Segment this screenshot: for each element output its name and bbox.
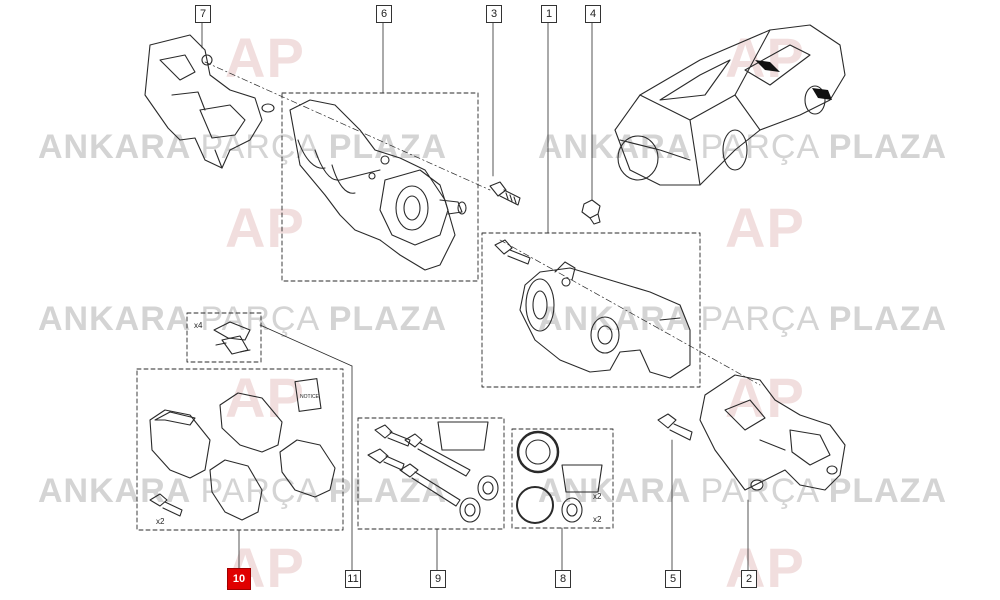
callout-9: 9 <box>430 570 446 588</box>
watermark-text: ANKARA PARÇA PLAZA <box>538 300 947 339</box>
watermark-word-3: PLAZA <box>328 128 448 166</box>
watermark-logo: AP <box>725 536 805 599</box>
watermark-word-1: ANKARA <box>38 472 201 510</box>
watermark-logo: AP <box>225 196 305 259</box>
box-caliper-6 <box>281 92 479 282</box>
watermark-word-1: ANKARA <box>538 128 701 166</box>
watermark-text: ANKARA PARÇA PLAZA <box>538 128 947 167</box>
callout-1: 1 <box>541 5 557 23</box>
watermark-word-3: PLAZA <box>328 472 448 510</box>
carrier-bracket-7 <box>144 34 275 169</box>
watermark-word-2: PARÇA <box>700 300 829 338</box>
callout-6: 6 <box>376 5 392 23</box>
watermark-word-1: ANKARA <box>38 128 201 166</box>
watermark-text: ANKARA PARÇA PLAZA <box>38 300 447 339</box>
qty-pads-bolt-label: x2 <box>156 517 165 526</box>
pad-spring-kit-11 <box>213 321 251 355</box>
box-brake-pads <box>136 368 344 531</box>
box-caliper-1 <box>481 232 701 388</box>
watermark-text: ANKARA PARÇA PLAZA <box>38 128 447 167</box>
callout-8: 8 <box>555 570 571 588</box>
box-pad-spring-kit <box>186 312 262 363</box>
watermark-word-2: PARÇA <box>700 472 829 510</box>
booklet-label: NOTICE <box>300 394 320 400</box>
watermark-word-3: PLAZA <box>328 300 448 338</box>
box-guide-pin-kit <box>357 417 505 530</box>
qty-seal-top-label: x2 <box>593 492 602 501</box>
caliper-6 <box>289 99 467 271</box>
bolt-3 <box>489 181 521 206</box>
leader-lines <box>201 19 749 571</box>
watermark-logo: AP <box>725 196 805 259</box>
qty-seal-bottom-label: x2 <box>593 515 602 524</box>
diagram-text: x4 x2 x2 x2 NOTICE <box>156 321 602 526</box>
car-highlight-arrows <box>755 60 832 100</box>
axis-lines <box>204 61 761 386</box>
callout-2: 2 <box>741 570 757 588</box>
car-illustration <box>614 24 846 186</box>
watermark-logo: AP <box>225 366 305 429</box>
watermark-logo: AP <box>725 26 805 89</box>
watermark-text: ANKARA PARÇA PLAZA <box>38 472 447 511</box>
callout-4: 4 <box>585 5 601 23</box>
callout-10: 10 <box>227 568 251 590</box>
caliper-1 <box>494 239 691 379</box>
callout-11: 11 <box>345 570 361 588</box>
callout-3: 3 <box>486 5 502 23</box>
watermark-word-3: PLAZA <box>828 300 948 338</box>
carrier-bracket-2 <box>699 374 846 491</box>
watermark-logo: AP <box>225 26 305 89</box>
guide-pin-kit-9 <box>367 421 499 523</box>
bolt-5 <box>657 413 693 441</box>
watermark-word-1: ANKARA <box>38 300 201 338</box>
watermark-word-2: PARÇA <box>200 300 329 338</box>
group-boxes <box>136 92 701 531</box>
bleed-screw-4 <box>581 199 601 225</box>
callout-7: 7 <box>195 5 211 23</box>
brake-pads-10 <box>149 378 336 521</box>
box-seal-kit <box>511 428 614 529</box>
watermark-word-1: ANKARA <box>538 300 701 338</box>
callout-5: 5 <box>665 570 681 588</box>
qty-x4-label: x4 <box>194 321 203 330</box>
watermark-word-2: PARÇA <box>200 128 329 166</box>
seal-kit-8 <box>516 430 603 524</box>
watermark-word-2: PARÇA <box>700 128 829 166</box>
watermark-word-3: PLAZA <box>828 472 948 510</box>
watermark-word-3: PLAZA <box>828 128 948 166</box>
